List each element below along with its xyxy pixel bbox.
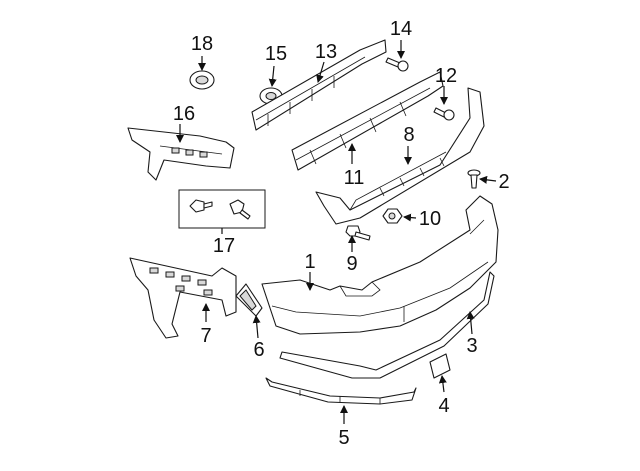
callout-5: 5 <box>338 427 349 449</box>
callout-2: 2 <box>498 171 509 193</box>
callout-11: 11 <box>344 167 365 189</box>
part-10-nut[interactable] <box>382 208 403 224</box>
part-8-impact-bar[interactable] <box>315 87 485 225</box>
part-3-valance[interactable] <box>279 271 495 379</box>
part-16-side-bracket[interactable] <box>127 127 235 181</box>
callout-4: 4 <box>438 395 449 417</box>
callout-3: 3 <box>466 335 477 357</box>
part-4-tow-cover[interactable] <box>429 353 451 379</box>
callout-6: 6 <box>253 339 264 361</box>
leader-lines <box>176 40 497 424</box>
part-14-bolt[interactable] <box>385 57 409 72</box>
part-12-bolt[interactable] <box>433 107 455 121</box>
callout-9: 9 <box>346 253 357 275</box>
part-13-energy-absorber[interactable] <box>251 39 387 131</box>
callout-13: 13 <box>315 41 337 63</box>
callout-8: 8 <box>403 124 414 146</box>
callout-12: 12 <box>435 65 457 87</box>
callout-15: 15 <box>265 43 287 65</box>
part-18-grommet[interactable] <box>189 70 215 90</box>
part-11-reinforcement[interactable] <box>291 71 444 171</box>
callout-17: 17 <box>213 235 235 257</box>
callouts: 18 15 13 14 12 16 8 11 2 10 9 17 1 7 6 3… <box>173 18 510 449</box>
part-7-side-bracket[interactable] <box>129 257 237 339</box>
callout-18: 18 <box>191 33 213 55</box>
part-1-bumper-cover[interactable] <box>261 195 499 335</box>
callout-1: 1 <box>304 251 315 273</box>
callout-16: 16 <box>173 103 195 125</box>
part-17-bolt-set[interactable] <box>178 189 266 229</box>
part-2-clip[interactable] <box>467 169 481 189</box>
callout-14: 14 <box>390 18 412 40</box>
callout-10: 10 <box>419 208 441 230</box>
part-5-lower-molding[interactable] <box>265 377 417 405</box>
part-6-spacer[interactable] <box>235 283 263 317</box>
part-9-bolt[interactable] <box>345 225 371 241</box>
callout-7: 7 <box>200 325 211 347</box>
